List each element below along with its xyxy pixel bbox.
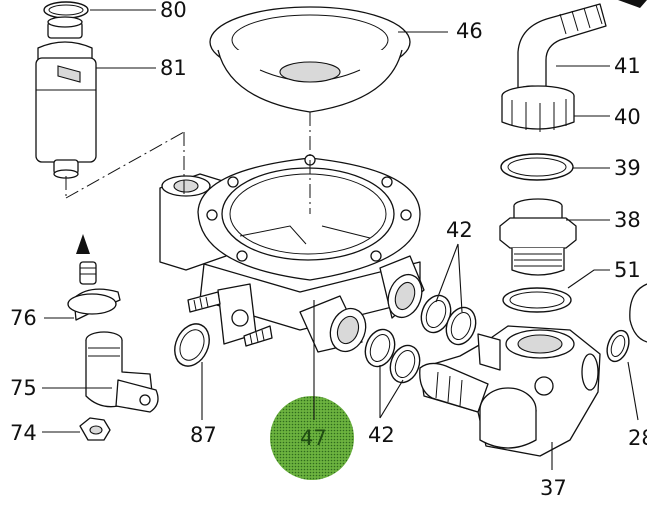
- callout-38: 38: [614, 208, 641, 232]
- part-76-barb-fitting: [67, 234, 121, 321]
- part-87-oring: [174, 323, 210, 367]
- highlight-disc[interactable]: [270, 396, 354, 480]
- part-74-nut: [79, 417, 111, 441]
- part-75-elbow: [85, 331, 159, 413]
- callout-labels: 80 81 46 41 40 39 38 42 51 76 75 74 87 4…: [10, 0, 647, 500]
- part-42-orings-lower: [364, 328, 421, 384]
- callout-40: 40: [614, 105, 641, 129]
- callout-46: 46: [456, 19, 483, 43]
- callout-47[interactable]: 47: [300, 426, 327, 450]
- part-80-oring: [43, 1, 89, 19]
- callout-76: 76: [10, 306, 37, 330]
- callout-39: 39: [614, 156, 641, 180]
- callout-37: 37: [540, 476, 567, 500]
- part-41-hose-elbow: [515, 0, 647, 99]
- callout-42-lower: 42: [368, 423, 395, 447]
- part-46-diaphragm: [209, 6, 411, 113]
- part-42-orings-upper: [420, 294, 477, 346]
- part-40-union-nut: [501, 85, 575, 132]
- callout-87: 87: [190, 423, 217, 447]
- part-39-oring: [500, 153, 574, 181]
- callout-28: 28: [628, 426, 647, 450]
- part-28-fragment: [606, 283, 647, 363]
- part-51-oring: [502, 287, 572, 313]
- part-38-threaded-nipple: [499, 198, 577, 276]
- part-37-manifold: [419, 325, 601, 457]
- callout-75: 75: [10, 376, 37, 400]
- callout-41: 41: [614, 54, 641, 78]
- leader-lines: [42, 9, 639, 470]
- callout-74: 74: [10, 421, 37, 445]
- part-81-filter-housing: [35, 16, 97, 179]
- assembly-centerlines: [65, 112, 311, 214]
- callout-81: 81: [160, 56, 187, 80]
- pump-body: [159, 154, 425, 353]
- part-47-highlight[interactable]: [270, 396, 354, 480]
- callout-51: 51: [614, 258, 641, 282]
- callout-80: 80: [160, 0, 187, 22]
- callout-42-upper: 42: [446, 218, 473, 242]
